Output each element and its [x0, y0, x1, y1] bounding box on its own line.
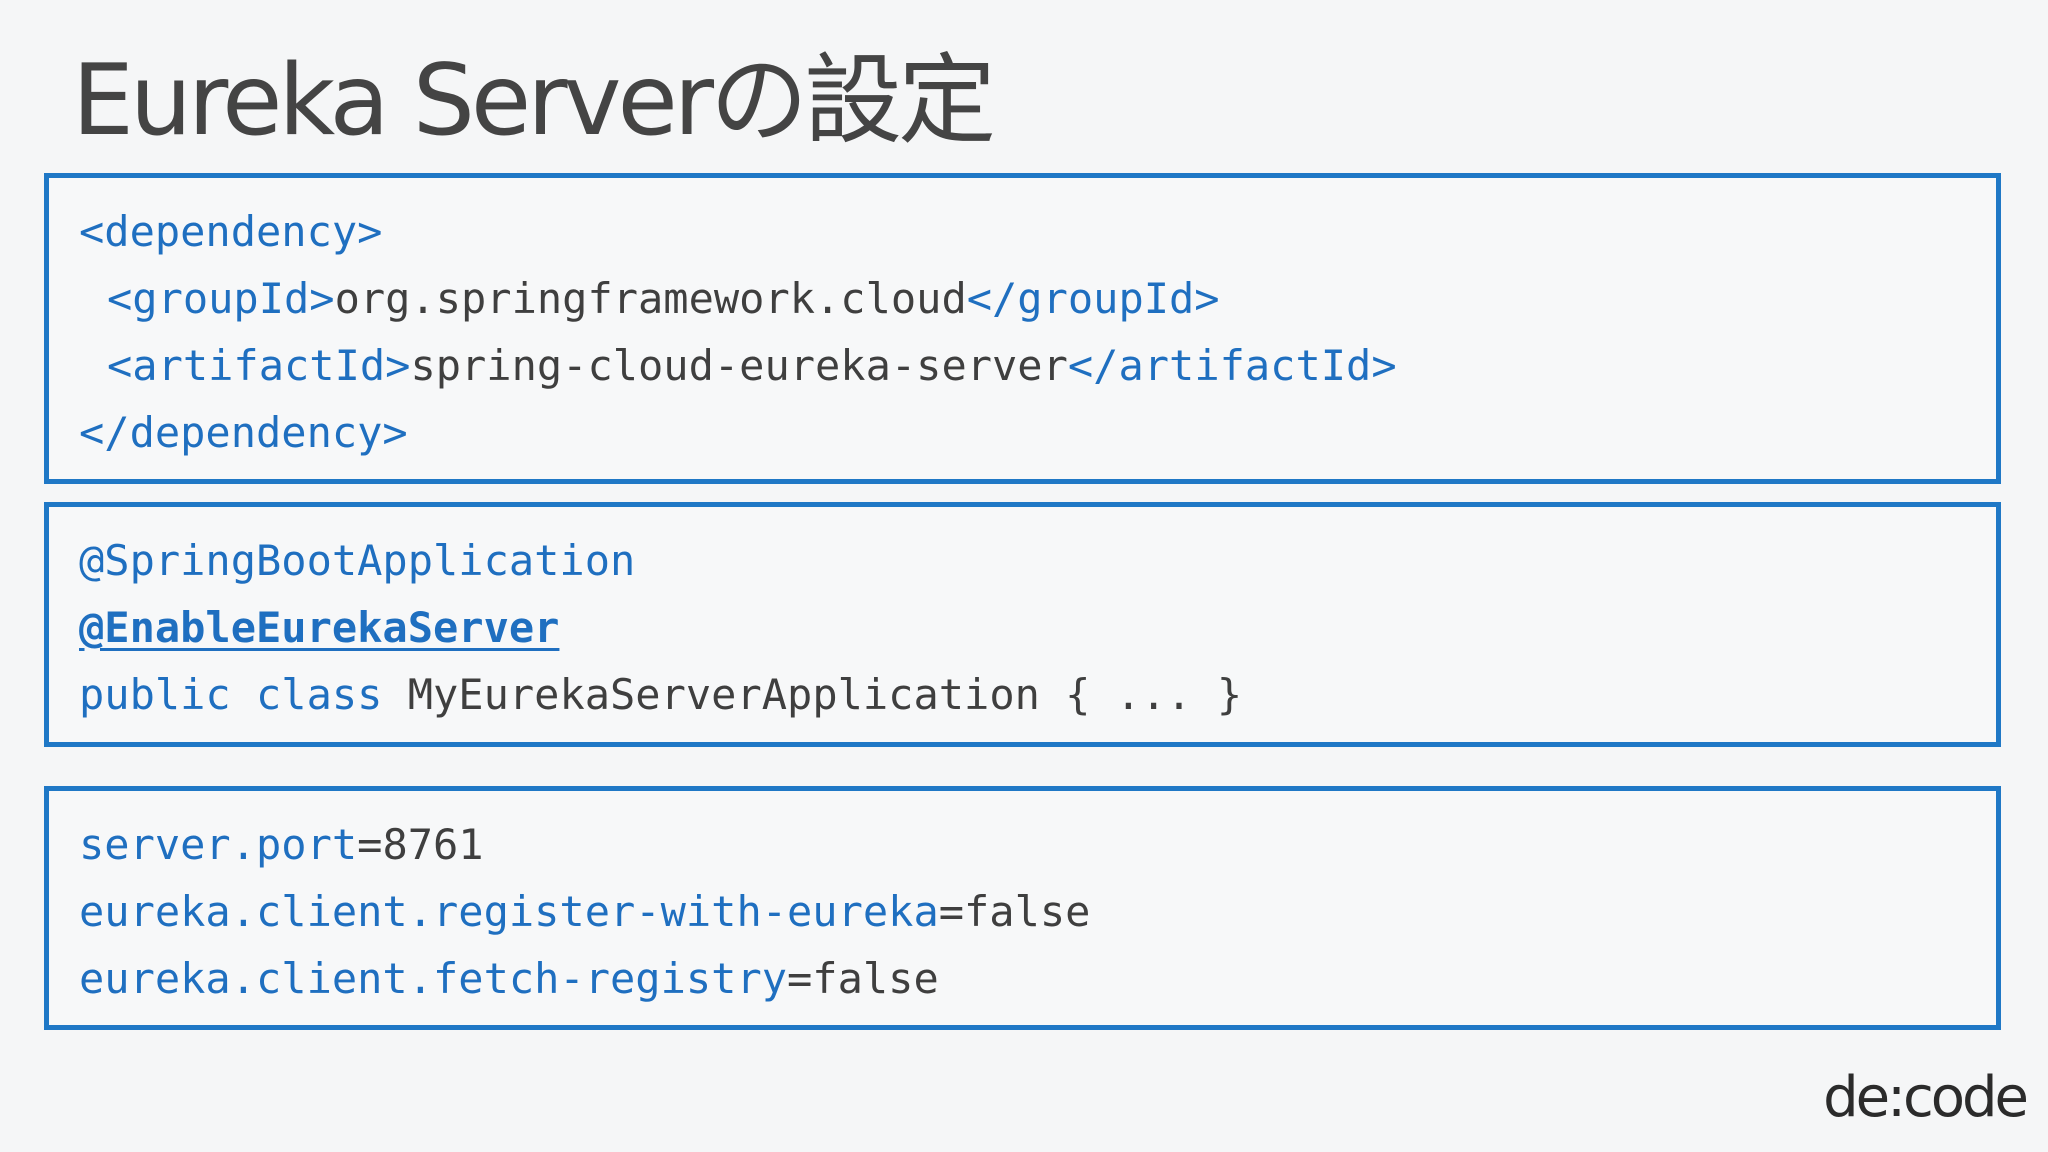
- dependency-close-tag: </dependency>: [79, 408, 408, 457]
- dependency-open-tag: <dependency>: [79, 207, 383, 256]
- group-id-close-tag: </groupId>: [966, 274, 1220, 323]
- group-id-value: org.springframework.cloud: [334, 274, 967, 323]
- register-with-eureka-value: =false: [938, 887, 1091, 936]
- code-line-spring-boot-annotation: @SpringBootApplication: [79, 527, 1996, 594]
- spring-boot-application-annotation: @SpringBootApplication: [79, 536, 636, 585]
- code-line-artifact-id: <artifactId>spring-cloud-eureka-server</…: [79, 332, 1996, 399]
- register-with-eureka-key: eureka.client.register-with-eureka: [79, 887, 939, 936]
- code-line-server-port: server.port=8761: [79, 811, 1996, 878]
- application-code-block: @SpringBootApplication @EnableEurekaServ…: [44, 502, 2001, 747]
- dependency-code-block: <dependency> <groupId>org.springframewor…: [44, 173, 2001, 484]
- code-line-enable-eureka-annotation: @EnableEurekaServer: [79, 594, 1996, 661]
- code-line-dependency-close: </dependency>: [79, 399, 1996, 466]
- artifact-id-close-tag: </artifactId>: [1067, 341, 1397, 390]
- artifact-id-open-tag: <artifactId>: [107, 341, 411, 390]
- fetch-registry-key: eureka.client.fetch-registry: [79, 954, 788, 1003]
- decode-logo: de:code: [1823, 1065, 2029, 1130]
- code-line-group-id: <groupId>org.springframework.cloud</grou…: [79, 265, 1996, 332]
- slide-title: Eureka Serverの設定: [72, 44, 996, 158]
- server-port-key: server.port: [79, 820, 358, 869]
- code-line-fetch-registry: eureka.client.fetch-registry=false: [79, 945, 1996, 1012]
- enable-eureka-server-annotation: @EnableEurekaServer: [79, 603, 560, 652]
- code-line-class-declaration: public class MyEurekaServerApplication {…: [79, 661, 1996, 728]
- code-line-dependency-open: <dependency>: [79, 198, 1996, 265]
- class-declaration: MyEurekaServerApplication { ... }: [407, 670, 1243, 719]
- fetch-registry-value: =false: [787, 954, 939, 1003]
- properties-code-block: server.port=8761 eureka.client.register-…: [44, 786, 2001, 1030]
- server-port-value: =8761: [357, 820, 484, 869]
- class-keywords: public class: [79, 670, 408, 719]
- code-line-register-with-eureka: eureka.client.register-with-eureka=false: [79, 878, 1996, 945]
- artifact-id-value: spring-cloud-eureka-server: [410, 341, 1068, 390]
- group-id-open-tag: <groupId>: [107, 274, 335, 323]
